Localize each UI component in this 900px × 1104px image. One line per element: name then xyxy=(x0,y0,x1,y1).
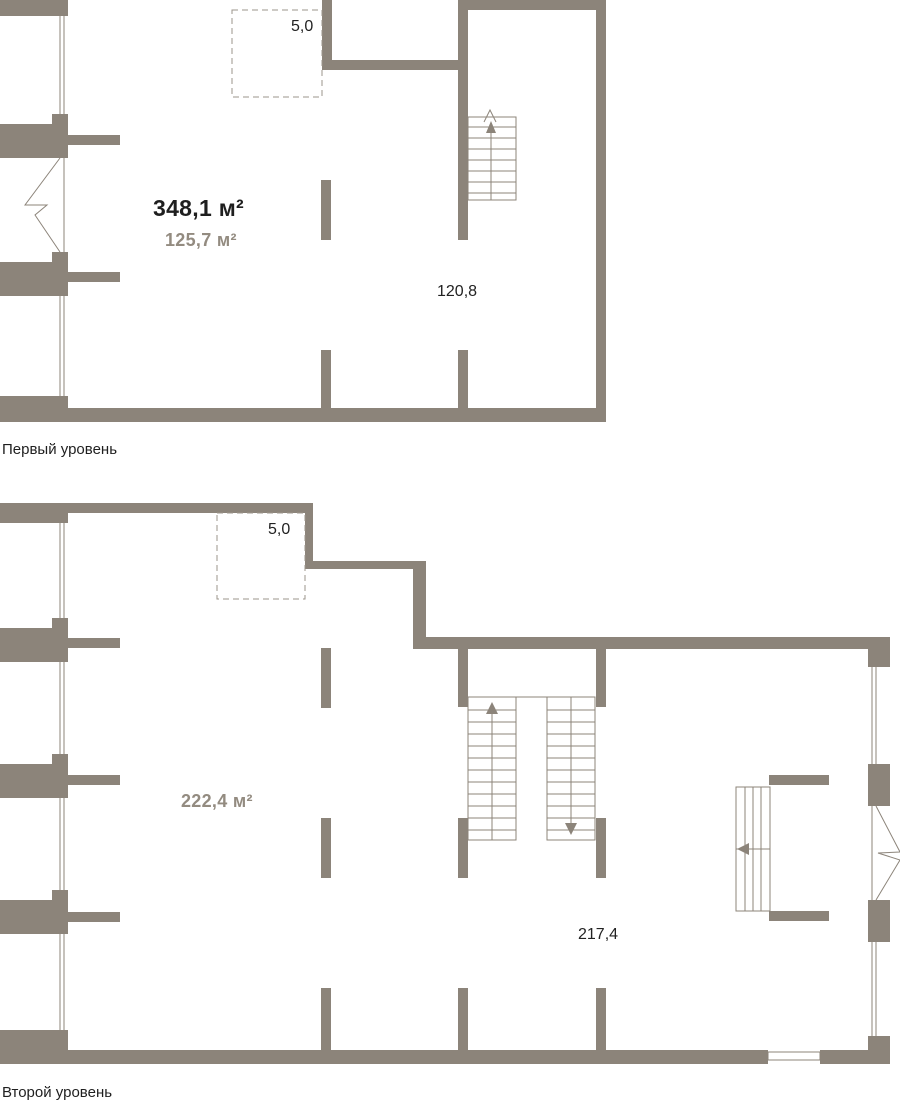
stair-down-arrow-icon xyxy=(565,823,577,835)
wall xyxy=(0,900,56,934)
wall xyxy=(0,764,56,798)
wall xyxy=(868,764,890,806)
wall xyxy=(876,655,890,667)
wall xyxy=(52,1050,768,1064)
wall xyxy=(769,911,829,921)
wall xyxy=(0,628,56,662)
level-2-plan xyxy=(0,503,890,1064)
wall xyxy=(596,818,606,878)
level-1-main-room-area: 120,8 xyxy=(437,283,478,300)
wall xyxy=(0,262,56,296)
wall xyxy=(60,272,120,282)
stair-up-arrow-icon xyxy=(486,702,498,714)
folding-door xyxy=(24,157,61,253)
wall xyxy=(0,503,68,523)
wall xyxy=(321,350,331,412)
dashed-room xyxy=(216,512,306,600)
wall xyxy=(305,503,313,569)
wall xyxy=(60,912,120,922)
wall xyxy=(0,1030,68,1064)
wall xyxy=(322,0,332,70)
level-1-caption: Первый уровень xyxy=(2,441,118,458)
wall xyxy=(322,60,468,70)
wall xyxy=(321,818,331,878)
wall xyxy=(596,988,606,1052)
wall xyxy=(458,350,468,412)
level-2-area: 222,4 м² xyxy=(181,791,253,811)
level-2-caption: Второй уровень xyxy=(2,1084,113,1101)
exterior-stair-arrow-icon xyxy=(737,843,749,855)
level-1-small-room-area: 5,0 xyxy=(291,18,314,35)
level-1-plan xyxy=(0,0,606,422)
wall xyxy=(321,180,331,240)
wall xyxy=(458,649,468,707)
wall xyxy=(413,561,426,649)
wall xyxy=(458,818,468,878)
wall xyxy=(596,649,606,707)
wall xyxy=(413,637,890,649)
wall xyxy=(458,0,468,240)
wall xyxy=(321,988,331,1052)
wall xyxy=(769,775,829,785)
wall xyxy=(60,135,120,145)
level-2-small-room-area: 5,0 xyxy=(268,521,291,538)
wall xyxy=(458,0,606,10)
dashed-room xyxy=(231,9,323,98)
stair-arrow-icon xyxy=(486,121,496,133)
wall xyxy=(458,988,468,1052)
folding-door xyxy=(875,805,900,901)
wall xyxy=(52,503,313,513)
wall xyxy=(0,0,68,16)
wall xyxy=(60,638,120,648)
level-1-area: 125,7 м² xyxy=(165,230,237,250)
wall xyxy=(60,775,120,785)
window xyxy=(767,1051,821,1061)
wall xyxy=(0,396,68,422)
staircase xyxy=(467,116,517,201)
wall xyxy=(321,648,331,708)
wall xyxy=(305,561,426,569)
level-1-lines xyxy=(24,9,517,396)
wall xyxy=(0,124,56,158)
total-area: 348,1 м² xyxy=(153,195,245,221)
wall xyxy=(820,1050,890,1064)
level-2-lines xyxy=(59,512,900,1061)
wall xyxy=(596,0,606,422)
wall xyxy=(868,900,890,942)
level-2-main-room-area: 217,4 xyxy=(578,926,619,943)
